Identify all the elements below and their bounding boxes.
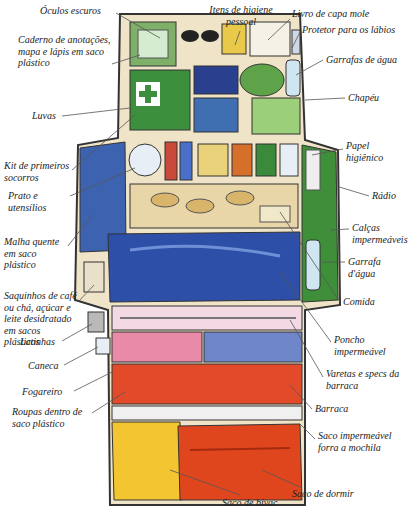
part-label: Prato e utensílios	[8, 190, 70, 213]
part-label: Garrafas de água	[326, 54, 406, 66]
part-label: Saco de bivac	[222, 497, 292, 509]
part-label: Óculos escuros	[40, 5, 116, 17]
part-label: Malha quente em saco plástico	[4, 236, 68, 271]
part-label: Caderno de anotações, mapa e lápis em sa…	[18, 34, 112, 69]
part-label: Latinhas	[20, 336, 64, 348]
part-label: Saco de dormir	[292, 488, 372, 500]
part-label: Poncho impermeável	[334, 334, 404, 357]
part-label: Chapéu	[348, 92, 404, 104]
part-label: Fogareiro	[22, 386, 74, 398]
part-label: Roupas dentro de saco plástico	[12, 406, 94, 429]
part-label: Protetor para os lábios	[302, 24, 406, 36]
part-label: Barraca	[315, 403, 365, 415]
part-label: Livro de capa mole	[292, 8, 392, 20]
part-label: Saco impermeável forra a mochila	[318, 430, 404, 453]
part-label: Calças impermeáveis	[352, 222, 406, 245]
part-label: Comida	[343, 296, 393, 308]
part-label: Garrafa d'água	[348, 256, 406, 279]
part-label: Papel higiênico	[346, 140, 406, 163]
part-label: Kit de primeiros socorros	[4, 160, 72, 183]
part-label: Caneca	[28, 360, 68, 372]
leader-lines	[62, 13, 369, 495]
part-label: Rádio	[372, 190, 406, 202]
part-label: Varetas e specs da barraca	[326, 368, 404, 391]
part-label: Itens de higiene pessoal	[206, 4, 276, 27]
part-label: Luvas	[32, 110, 72, 122]
